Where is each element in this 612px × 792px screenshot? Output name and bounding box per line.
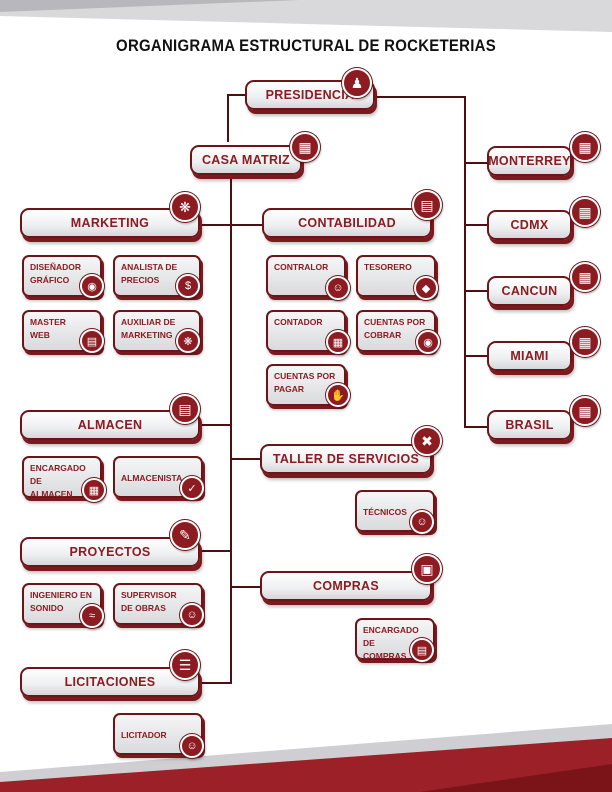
- node-taller[interactable]: TALLER DE SERVICIOS: [260, 444, 432, 474]
- money-icon: ◆: [414, 276, 438, 300]
- user-icon: ☺: [326, 276, 350, 300]
- coin-hand-icon: ◉: [416, 330, 440, 354]
- building-icon: ▦: [570, 327, 600, 357]
- checklist-icon: ✓: [180, 476, 204, 500]
- connector-line: [202, 424, 232, 426]
- network-icon: ❋: [170, 192, 200, 222]
- dollar-icon: $: [176, 274, 200, 298]
- node-miami[interactable]: MIAMI: [487, 341, 572, 371]
- connector-line: [464, 426, 488, 428]
- building-icon: ▦: [290, 132, 320, 162]
- cart-icon: ▣: [412, 554, 442, 584]
- top-band: [0, 0, 612, 32]
- bidder-icon: ☺: [180, 734, 204, 758]
- handshake-icon: ✋: [326, 383, 350, 407]
- building-icon: ▦: [570, 262, 600, 292]
- document-icon: ☰: [170, 650, 200, 680]
- connector-line: [230, 176, 232, 684]
- palette-icon: ◉: [80, 274, 104, 298]
- connector-line: [202, 224, 262, 226]
- node-proyectos[interactable]: PROYECTOS: [20, 537, 200, 567]
- page-title: ORGANIGRAMA ESTRUCTURAL DE ROCKETERIAS: [116, 36, 496, 55]
- node-casa-matriz[interactable]: CASA MATRIZ: [190, 145, 302, 175]
- connector-line: [202, 550, 232, 552]
- connector-line: [227, 96, 229, 142]
- node-brasil[interactable]: BRASIL: [487, 410, 572, 440]
- node-licitaciones[interactable]: LICITACIONES: [20, 667, 200, 697]
- node-monterrey[interactable]: MONTERREY: [487, 146, 572, 176]
- technician-icon: ☺: [410, 510, 434, 534]
- connector-line: [464, 355, 488, 357]
- connector-line: [374, 96, 466, 98]
- node-compras[interactable]: COMPRAS: [260, 571, 432, 601]
- worker-icon: ☺: [180, 603, 204, 627]
- connector-line: [464, 290, 488, 292]
- building-icon: ▦: [570, 132, 600, 162]
- connector-line: [464, 96, 466, 428]
- soundwave-icon: ≈: [80, 604, 104, 628]
- shelves-icon: ▤: [170, 394, 200, 424]
- connector-line: [464, 224, 488, 226]
- laptop-cart-icon: ▤: [410, 638, 434, 662]
- binders-icon: ▤: [412, 190, 442, 220]
- tools-icon: ✖: [412, 426, 442, 456]
- connector-line: [227, 94, 247, 96]
- building-icon: ▦: [570, 396, 600, 426]
- network-icon: ❋: [176, 329, 200, 353]
- node-cancun[interactable]: CANCUN: [487, 276, 572, 306]
- node-contabilidad[interactable]: CONTABILIDAD: [262, 208, 432, 238]
- calculator-icon: ▦: [326, 330, 350, 354]
- connector-line: [232, 458, 262, 460]
- building-icon: ▦: [570, 197, 600, 227]
- connector-line: [464, 162, 488, 164]
- node-almacen[interactable]: ALMACEN: [20, 410, 200, 440]
- node-marketing[interactable]: MARKETING: [20, 208, 200, 238]
- node-cdmx[interactable]: CDMX: [487, 210, 572, 240]
- president-icon: ♟: [342, 68, 372, 98]
- connector-line: [232, 586, 262, 588]
- web-icon: ▤: [80, 329, 104, 353]
- bottom-band: [0, 724, 612, 792]
- boxes-icon: ▦: [82, 478, 106, 502]
- blueprint-icon: ✎: [170, 520, 200, 550]
- connector-line: [202, 682, 232, 684]
